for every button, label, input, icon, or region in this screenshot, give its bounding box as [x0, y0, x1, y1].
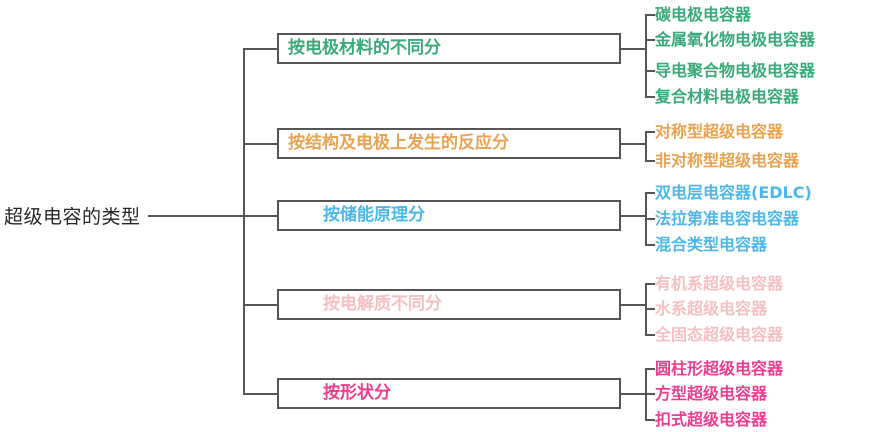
branch-5-leaf-1-link — [645, 368, 655, 370]
leaf-4-1: 有机系超级电容器 — [655, 274, 784, 293]
branch-4-out-stub — [621, 304, 645, 306]
branch-5-out-stub — [621, 393, 645, 395]
branch-3-leaf-3-link — [645, 244, 655, 246]
branch-3-leaf-2-link — [645, 218, 655, 220]
branch-2-leaf-2-link — [645, 160, 655, 162]
branch-node-3-label: 按储能原理分 — [323, 205, 425, 225]
leaf-4-2: 水系超级电容器 — [655, 299, 768, 318]
branch-4-stem — [243, 304, 277, 306]
branch-1-leaf-3-link — [645, 70, 655, 72]
leaf-1-4: 复合材料电极电容器 — [655, 87, 800, 106]
leaf-3-1: 双电层电容器(EDLC) — [655, 183, 812, 202]
branch-node-5[interactable]: 按形状分 — [277, 378, 621, 409]
branch-3-leaf-1-link — [645, 192, 655, 194]
branch-5-leaf-2-link — [645, 393, 655, 395]
root-connector-stub — [148, 215, 243, 217]
branch-1-out-stub — [621, 48, 645, 50]
branch-4-leaf-2-link — [645, 308, 655, 310]
leaf-1-3: 导电聚合物电极电容器 — [655, 61, 816, 80]
branch-node-1[interactable]: 按电极材料的不同分 — [277, 33, 621, 64]
leaf-4-3: 全固态超级电容器 — [655, 325, 784, 344]
leaf-3-2: 法拉第准电容电容器 — [655, 209, 800, 228]
branch-node-3[interactable]: 按储能原理分 — [277, 200, 621, 231]
branch-node-5-label: 按形状分 — [323, 383, 391, 403]
leaf-2-2: 非对称型超级电容器 — [655, 151, 800, 170]
branch-2-leaf-spine — [645, 131, 647, 160]
branch-5-stem — [243, 393, 277, 395]
branch-4-leaf-1-link — [645, 283, 655, 285]
leaf-5-2: 方型超级电容器 — [655, 384, 768, 403]
branch-3-out-stub — [621, 215, 645, 217]
branch-1-leaf-4-link — [645, 96, 655, 98]
branch-node-1-label: 按电极材料的不同分 — [288, 38, 441, 58]
branch-3-stem — [243, 215, 277, 217]
branch-2-leaf-1-link — [645, 131, 655, 133]
branch-node-2[interactable]: 按结构及电极上发生的反应分 — [277, 128, 621, 159]
leaf-3-3: 混合类型电容器 — [655, 235, 768, 254]
leaf-2-1: 对称型超级电容器 — [655, 122, 784, 141]
root-label: 超级电容的类型 — [4, 206, 141, 228]
branch-2-out-stub — [621, 143, 645, 145]
branch-5-leaf-3-link — [645, 419, 655, 421]
leaf-1-2: 金属氧化物电极电容器 — [655, 30, 816, 49]
leaf-5-3: 扣式超级电容器 — [655, 410, 768, 429]
branch-4-leaf-3-link — [645, 334, 655, 336]
branch-1-stem — [243, 48, 277, 50]
branch-node-4[interactable]: 按电解质不同分 — [277, 289, 621, 320]
branch-2-stem — [243, 143, 277, 145]
branch-1-leaf-spine — [645, 14, 647, 96]
branch-node-2-label: 按结构及电极上发生的反应分 — [288, 133, 509, 153]
leaf-1-1: 碳电极电容器 — [655, 5, 752, 24]
branch-1-leaf-2-link — [645, 39, 655, 41]
branch-node-4-label: 按电解质不同分 — [323, 294, 442, 314]
branch-1-leaf-1-link — [645, 14, 655, 16]
leaf-5-1: 圆柱形超级电容器 — [655, 359, 784, 378]
root-trunk-line — [243, 48, 245, 393]
